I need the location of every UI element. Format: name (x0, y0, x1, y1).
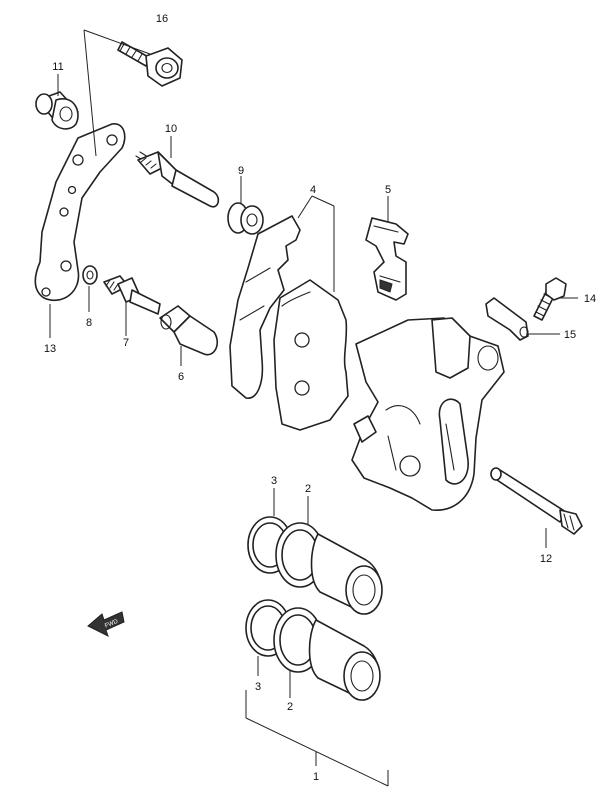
callout-2a: 2 (305, 483, 311, 495)
callout-labels: 16 11 10 9 4 5 14 15 8 7 13 6 3 2 12 3 2… (44, 13, 596, 783)
callout-3a: 3 (271, 475, 277, 487)
callout-12: 12 (540, 553, 552, 565)
callout-13: 13 (44, 343, 56, 355)
callout-15: 15 (564, 329, 576, 341)
part-16-bolt (117, 41, 183, 87)
callout-1: 1 (313, 771, 319, 783)
callout-8: 8 (86, 317, 92, 329)
part-12-pin (490, 467, 583, 535)
callout-4: 4 (310, 184, 316, 196)
callout-2b: 2 (287, 701, 293, 713)
callout-14: 14 (584, 293, 596, 305)
callout-3b: 3 (255, 681, 261, 693)
part-6-guide-pin (159, 305, 219, 356)
part-5-pad-spring (365, 217, 409, 301)
part-9-boot (227, 202, 264, 235)
part-10-guide-pin (135, 151, 220, 208)
upper-piston-assembly (247, 516, 383, 615)
part-15-bleeder-cap (485, 297, 529, 341)
caliper-body (351, 317, 505, 511)
part-14-bleeder-screw (533, 277, 567, 321)
callout-11: 11 (52, 61, 63, 73)
fwd-marker-label: FWD (104, 618, 120, 629)
part-4-brake-pads (229, 215, 349, 431)
lower-piston-assembly (245, 599, 381, 701)
part-8-washer (82, 265, 98, 285)
leader-lines (49, 29, 578, 787)
callout-6: 6 (178, 371, 184, 383)
callout-16: 16 (156, 13, 168, 25)
callout-7: 7 (123, 337, 129, 349)
part-7-bolt (103, 275, 161, 315)
forward-direction-marker: FWD (87, 611, 125, 637)
callout-5: 5 (385, 184, 391, 196)
callout-9: 9 (238, 165, 244, 177)
callout-10: 10 (165, 123, 177, 135)
part-11-collar (35, 91, 79, 130)
part-13-bracket (34, 123, 126, 302)
